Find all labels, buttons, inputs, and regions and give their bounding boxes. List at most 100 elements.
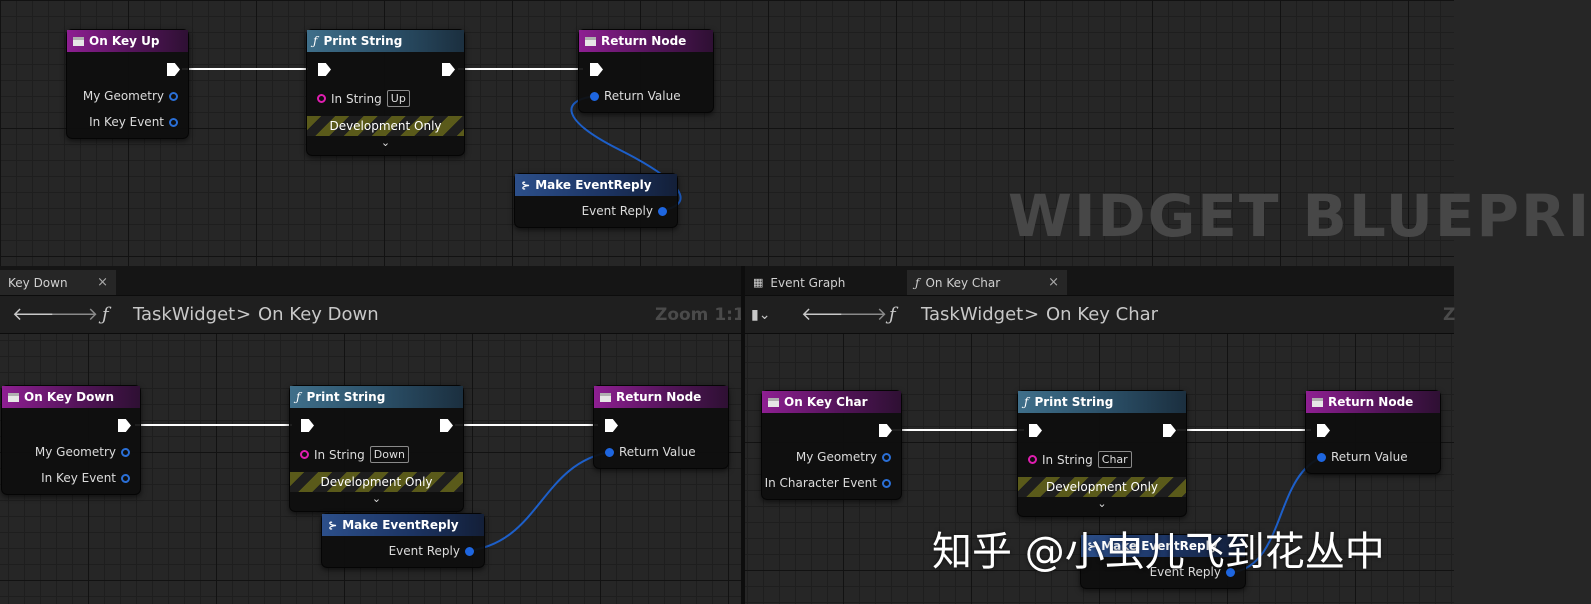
on-key-up-node[interactable]: On Key Up My Geometry In Key Event xyxy=(66,29,189,139)
pin-in-string[interactable]: In String Up xyxy=(317,90,410,107)
exec-in-pin[interactable] xyxy=(301,419,314,432)
back-arrow-icon[interactable]: 🡐 xyxy=(12,304,61,325)
pin-in-key-event[interactable]: In Key Event xyxy=(41,471,130,485)
return-node[interactable]: Return Node Return Value xyxy=(578,29,714,113)
exec-in-pin[interactable] xyxy=(1317,424,1330,437)
node-header: ⊱ Make EventReply xyxy=(515,174,677,196)
print-string-node[interactable]: ƒ Print String In String Up Development … xyxy=(306,29,465,156)
breadcrumb-graph[interactable]: On Key Down xyxy=(258,304,379,325)
make-event-reply-node[interactable]: ⊱ Make EventReply Event Reply xyxy=(1080,534,1246,589)
pin-event-reply[interactable]: Event Reply xyxy=(1150,565,1235,579)
struct-pin-icon xyxy=(605,447,614,457)
event-icon xyxy=(585,36,596,46)
print-string-node[interactable]: ƒ Print String In String Down Developmen… xyxy=(289,385,464,512)
right-graph-canvas[interactable]: On Key Char My Geometry In Character Eve… xyxy=(745,334,1454,604)
node-header: On Key Char xyxy=(762,391,901,413)
breadcrumb-blueprint[interactable]: TaskWidget xyxy=(133,304,236,325)
bookmark-icon[interactable]: ▮⌄ xyxy=(751,307,771,323)
return-node[interactable]: Return Node Return Value xyxy=(1305,390,1441,474)
exec-out-pin[interactable] xyxy=(167,63,180,76)
exec-out-pin[interactable] xyxy=(1163,424,1176,437)
exec-in-pin[interactable] xyxy=(318,63,331,76)
chevron-down-icon[interactable]: ⌄ xyxy=(371,492,382,505)
pin-event-reply[interactable]: Event Reply xyxy=(389,544,474,558)
node-title: On Key Up xyxy=(89,34,160,48)
close-icon[interactable]: × xyxy=(1048,275,1059,290)
left-graph-canvas[interactable]: On Key Down My Geometry In Key Event ƒ P… xyxy=(0,334,741,604)
struct-pin-icon xyxy=(169,91,178,101)
back-arrow-icon[interactable]: 🡐 xyxy=(801,304,850,325)
struct-pin-icon xyxy=(1317,452,1326,462)
string-pin-icon xyxy=(317,94,326,103)
node-header: On Key Up xyxy=(67,30,188,52)
event-icon xyxy=(600,392,611,402)
breadcrumb-graph[interactable]: On Key Char xyxy=(1046,304,1159,325)
function-icon: ƒ xyxy=(1024,395,1029,409)
struct-pin-icon xyxy=(590,91,599,101)
event-icon xyxy=(1312,397,1323,407)
node-title: Make EventReply xyxy=(342,518,459,532)
exec-in-pin[interactable] xyxy=(605,419,618,432)
make-event-reply-node[interactable]: ⊱ Make EventReply Event Reply xyxy=(321,513,485,568)
struct-pin-icon xyxy=(882,452,891,462)
function-icon: ƒ xyxy=(889,304,896,325)
in-string-field[interactable]: Down xyxy=(369,446,409,463)
forward-arrow-icon[interactable]: 🡒 xyxy=(839,304,888,325)
exec-out-pin[interactable] xyxy=(442,63,455,76)
pin-in-character-event[interactable]: In Character Event xyxy=(765,476,891,490)
pin-my-geometry[interactable]: My Geometry xyxy=(796,450,891,464)
development-only-banner: Development Only xyxy=(1018,477,1186,497)
pin-in-string[interactable]: In String Down xyxy=(300,446,409,463)
node-header: ƒ Print String xyxy=(1018,391,1186,413)
panel-divider[interactable] xyxy=(741,266,745,604)
function-icon: ƒ xyxy=(313,34,318,48)
top-graph-canvas[interactable]: WIDGET BLUEPRI On Key Up My Geometry In … xyxy=(0,0,1589,266)
node-title: Return Node xyxy=(1328,395,1414,409)
tab-on-key-char[interactable]: ƒ On Key Char × xyxy=(907,270,1067,295)
node-title: Print String xyxy=(323,34,403,48)
node-title: Return Node xyxy=(601,34,687,48)
exec-out-pin[interactable] xyxy=(440,419,453,432)
chevron-down-icon[interactable]: ⌄ xyxy=(1097,497,1107,510)
exec-in-pin[interactable] xyxy=(590,63,603,76)
pin-my-geometry[interactable]: My Geometry xyxy=(35,445,130,459)
node-header: ƒ Print String xyxy=(290,386,463,408)
function-icon: ƒ xyxy=(102,304,109,325)
event-icon xyxy=(8,392,19,402)
pin-in-key-event[interactable]: In Key Event xyxy=(89,115,178,129)
zoom-level: Zoom 1:1 xyxy=(655,305,745,325)
right-tab-bar: ▦ Event Graph ƒ On Key Char × xyxy=(745,266,1454,295)
node-title: Make EventReply xyxy=(1101,539,1218,553)
print-string-node[interactable]: ƒ Print String In String Char Developmen… xyxy=(1017,390,1187,517)
pin-event-reply[interactable]: Event Reply xyxy=(582,204,667,218)
on-key-char-node[interactable]: On Key Char My Geometry In Character Eve… xyxy=(761,390,902,500)
breadcrumb-blueprint[interactable]: TaskWidget xyxy=(921,304,1024,325)
exec-out-pin[interactable] xyxy=(879,424,892,437)
pin-return-value[interactable]: Return Value xyxy=(605,445,696,459)
on-key-down-node[interactable]: On Key Down My Geometry In Key Event xyxy=(1,385,141,495)
chevron-down-icon[interactable]: ⌄ xyxy=(380,136,391,149)
make-struct-icon: ⊱ xyxy=(1087,539,1097,553)
return-node[interactable]: Return Node Return Value xyxy=(593,385,729,469)
development-only-banner: Development Only xyxy=(307,116,464,136)
pin-return-value[interactable]: Return Value xyxy=(1317,450,1408,464)
forward-arrow-icon[interactable]: 🡒 xyxy=(50,304,99,325)
right-breadcrumb-toolbar: ▮⌄ 🡐 🡒 ƒ TaskWidget > On Key Char Z xyxy=(745,295,1455,334)
function-icon: ƒ xyxy=(915,275,920,290)
make-event-reply-node[interactable]: ⊱ Make EventReply Event Reply xyxy=(514,173,678,228)
pin-in-string[interactable]: In String Char xyxy=(1028,451,1132,468)
tab-key-down[interactable]: Key Down × xyxy=(0,270,116,295)
make-struct-icon: ⊱ xyxy=(328,518,338,532)
in-string-field[interactable]: Char xyxy=(1097,451,1132,468)
exec-out-pin[interactable] xyxy=(118,419,131,432)
string-pin-icon xyxy=(300,450,309,459)
exec-in-pin[interactable] xyxy=(1029,424,1042,437)
tab-event-graph[interactable]: ▦ Event Graph xyxy=(753,275,846,290)
close-icon[interactable]: × xyxy=(97,275,108,290)
string-pin-icon xyxy=(1028,455,1037,464)
in-string-field[interactable]: Up xyxy=(386,90,410,107)
left-breadcrumb-toolbar: 🡐 🡒 ƒ TaskWidget > On Key Down Zoom 1:1 xyxy=(0,295,745,334)
development-only-banner: Development Only xyxy=(290,472,463,492)
pin-my-geometry[interactable]: My Geometry xyxy=(83,89,178,103)
pin-return-value[interactable]: Return Value xyxy=(590,89,681,103)
